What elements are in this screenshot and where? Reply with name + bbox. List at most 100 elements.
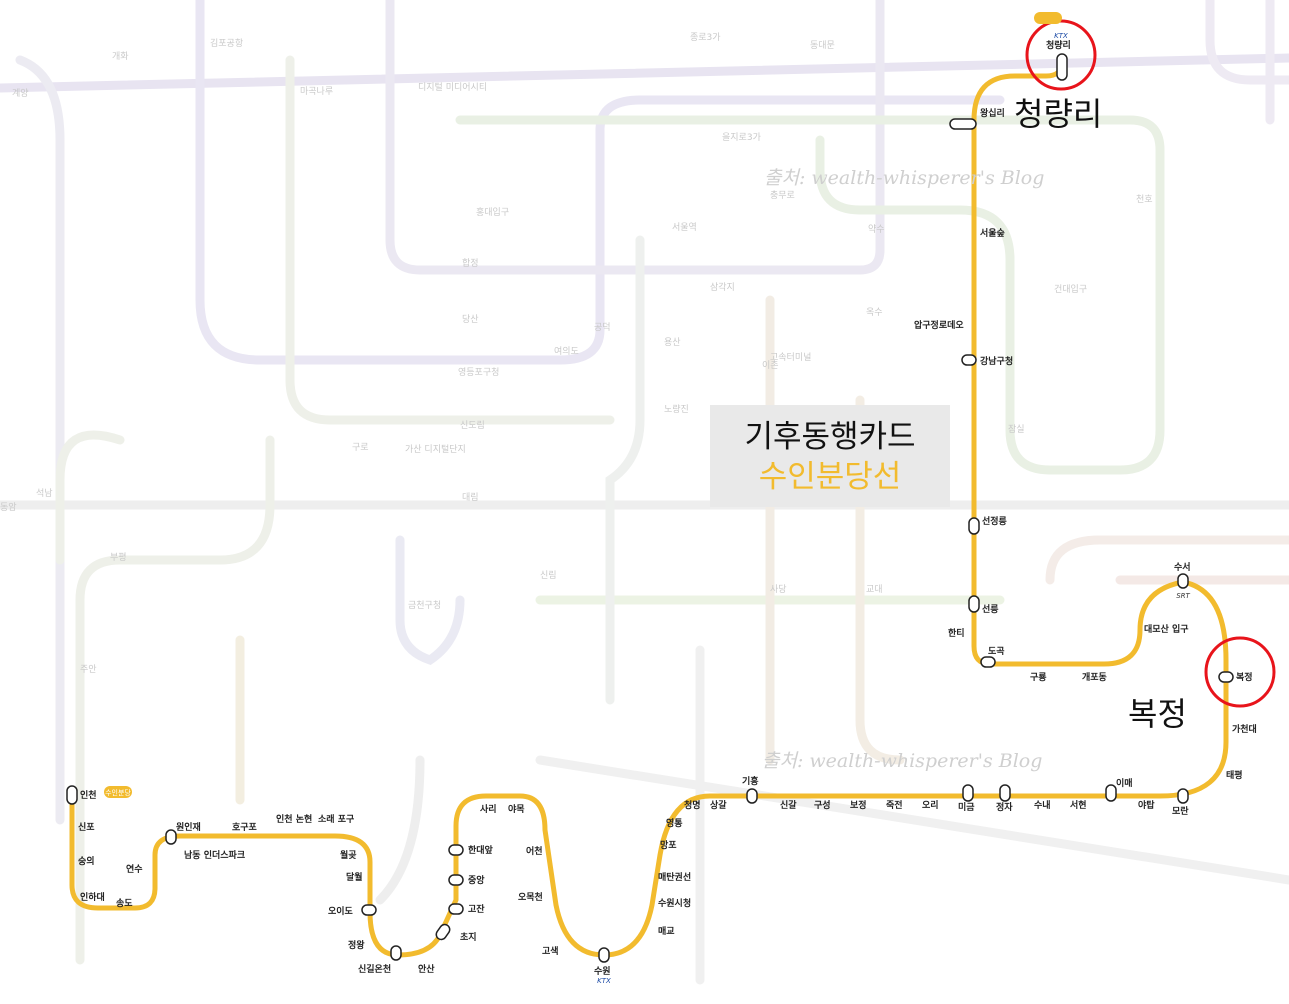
station-label-gojan: 고잔: [468, 903, 485, 915]
station-label-jeongwang: 정왕: [348, 939, 365, 951]
station-label-taepyeong: 태평: [1226, 769, 1243, 781]
station-marker-gangnam-gu-office[interactable]: [961, 354, 977, 366]
station-label-wolgot: 월곶: [340, 849, 357, 861]
station-marker-seonjeongneung[interactable]: [968, 517, 980, 535]
station-label-sorae: 소래 포구: [318, 813, 354, 825]
svg-text:영등포구청: 영등포구청: [458, 367, 499, 378]
svg-text:신도림: 신도림: [460, 419, 485, 431]
station-label-giheung: 기흥: [742, 775, 759, 787]
svg-text:동암: 동암: [0, 501, 17, 513]
station-marker-imae[interactable]: [1105, 784, 1117, 802]
station-label-eocheon: 어천: [526, 845, 543, 857]
station-label-woninjae: 원인재: [176, 821, 201, 833]
svg-text:신림: 신림: [540, 569, 557, 581]
station-marker-handaeap[interactable]: [448, 844, 464, 856]
station-label-daemosan: 대모산 입구: [1144, 623, 1189, 635]
station-label-inha-univ: 인하대: [80, 891, 105, 903]
line-badge-text: 수인분당: [105, 788, 131, 797]
ktx-mark-suwon: KTX: [597, 977, 611, 985]
svg-text:마곡나루: 마곡나루: [300, 86, 333, 97]
station-label-singal: 신갈: [780, 799, 797, 811]
station-label-dalwol: 달월: [346, 871, 363, 883]
station-label-dogok: 도곡: [988, 646, 1005, 657]
station-marker-woninjae[interactable]: [165, 829, 177, 845]
srt-mark-suseo: SRT: [1176, 592, 1190, 600]
svg-text:종로3가: 종로3가: [690, 32, 721, 43]
station-marker-bokjeong[interactable]: [1218, 671, 1234, 683]
station-marker-suseo[interactable]: [1177, 573, 1189, 589]
svg-text:개화: 개화: [112, 51, 129, 62]
svg-text:당산: 당산: [462, 314, 479, 325]
ghost-labels: 개화 마곡나루 디지털 미디어시티 홍대입구 합정 당산 영등포구청 신도림 구…: [0, 32, 1153, 675]
svg-text:김포공항: 김포공항: [210, 37, 243, 49]
station-marker-incheon[interactable]: [66, 785, 78, 805]
station-marker-jungang[interactable]: [448, 874, 464, 886]
station-label-gosaek: 고색: [542, 945, 559, 957]
station-marker-cheongnyangni[interactable]: [1056, 53, 1068, 81]
station-label-singil-oncheon: 신길온천: [358, 963, 391, 975]
station-label-seonjeongneung: 선정릉: [982, 515, 1007, 527]
svg-text:건대입구: 건대입구: [1054, 283, 1087, 295]
station-label-migeum: 미금: [958, 801, 975, 813]
station-label-yeongtong: 영통: [666, 817, 683, 829]
station-marker-oido[interactable]: [361, 904, 377, 916]
station-label-cheongnyangni: 청량리: [1046, 39, 1071, 51]
station-label-gaepo-dong: 개포동: [1082, 671, 1107, 683]
station-marker-suwon[interactable]: [598, 947, 610, 963]
station-label-maetan: 매탄권선: [658, 871, 691, 883]
station-label-namdong: 남동 인더스파크: [184, 849, 245, 861]
station-label-bokjeong: 복정: [1236, 671, 1253, 683]
svg-text:이촌: 이촌: [762, 360, 779, 371]
svg-text:합정: 합정: [462, 258, 479, 269]
station-label-yeonsu: 연수: [126, 864, 143, 875]
line-badge: [104, 786, 132, 798]
banner-title-line1: 기후동행카드: [744, 419, 916, 455]
station-marker-migeum[interactable]: [962, 784, 974, 802]
svg-text:금천구청: 금천구청: [408, 600, 441, 611]
station-label-bojeong: 보정: [850, 799, 867, 811]
svg-text:옥수: 옥수: [866, 307, 883, 318]
station-label-guryong: 구룡: [1030, 672, 1047, 683]
station-marker-dogok[interactable]: [980, 656, 996, 668]
svg-text:을지로3가: 을지로3가: [722, 132, 761, 143]
line-badge-top: [1034, 12, 1062, 24]
station-label-wangsimni: 왕십리: [980, 107, 1005, 119]
svg-text:주안: 주안: [80, 664, 97, 675]
station-label-sanggal: 상갈: [710, 799, 727, 811]
station-label-hogupo: 호구포: [232, 822, 258, 833]
station-marker-giheung[interactable]: [746, 788, 758, 804]
highlight-circle-bokjeong: [1204, 636, 1276, 708]
station-marker-moran[interactable]: [1177, 788, 1189, 804]
station-label-hanti: 한티: [948, 627, 965, 639]
station-label-jeongja: 정자: [996, 801, 1013, 813]
station-label-seohyeon: 서현: [1070, 799, 1087, 811]
station-label-jungang: 중앙: [468, 874, 485, 886]
station-label-imae: 이매: [1116, 777, 1133, 789]
station-label-gachon-univ: 가천대: [1232, 723, 1257, 735]
station-label-sinpo: 신포: [78, 821, 95, 833]
station-marker-jeongja[interactable]: [999, 784, 1011, 802]
svg-text:석남: 석남: [36, 488, 53, 499]
station-marker-singil[interactable]: [390, 945, 402, 961]
station-label-handaeap: 한대앞: [468, 844, 494, 856]
svg-text:잠실: 잠실: [1008, 424, 1025, 435]
svg-text:여의도: 여의도: [554, 345, 579, 357]
svg-text:대림: 대림: [462, 491, 479, 503]
station-marker-wangsimni[interactable]: [949, 118, 977, 130]
station-label-moran: 모란: [1172, 805, 1189, 817]
svg-text:삼각지: 삼각지: [710, 281, 735, 293]
callout-cheongnyangni: 청량리: [1014, 95, 1103, 133]
svg-text:서울역: 서울역: [672, 222, 697, 233]
station-label-yatap: 야탑: [1138, 799, 1155, 811]
station-label-omokcheon: 오목천: [518, 892, 543, 903]
station-label-yamok: 야목: [508, 803, 525, 815]
station-marker-gojan[interactable]: [448, 903, 464, 915]
watermark-bottom: 출처: wealth-whisperer's Blog: [762, 750, 1043, 772]
station-marker-ansan[interactable]: [434, 923, 451, 942]
svg-text:충무로: 충무로: [770, 190, 795, 201]
banner-title-line2: 수인분당선: [758, 459, 902, 495]
station-marker-seolleung[interactable]: [968, 595, 980, 613]
station-label-sari: 사리: [480, 803, 497, 815]
station-label-sungui: 숭의: [78, 855, 95, 867]
